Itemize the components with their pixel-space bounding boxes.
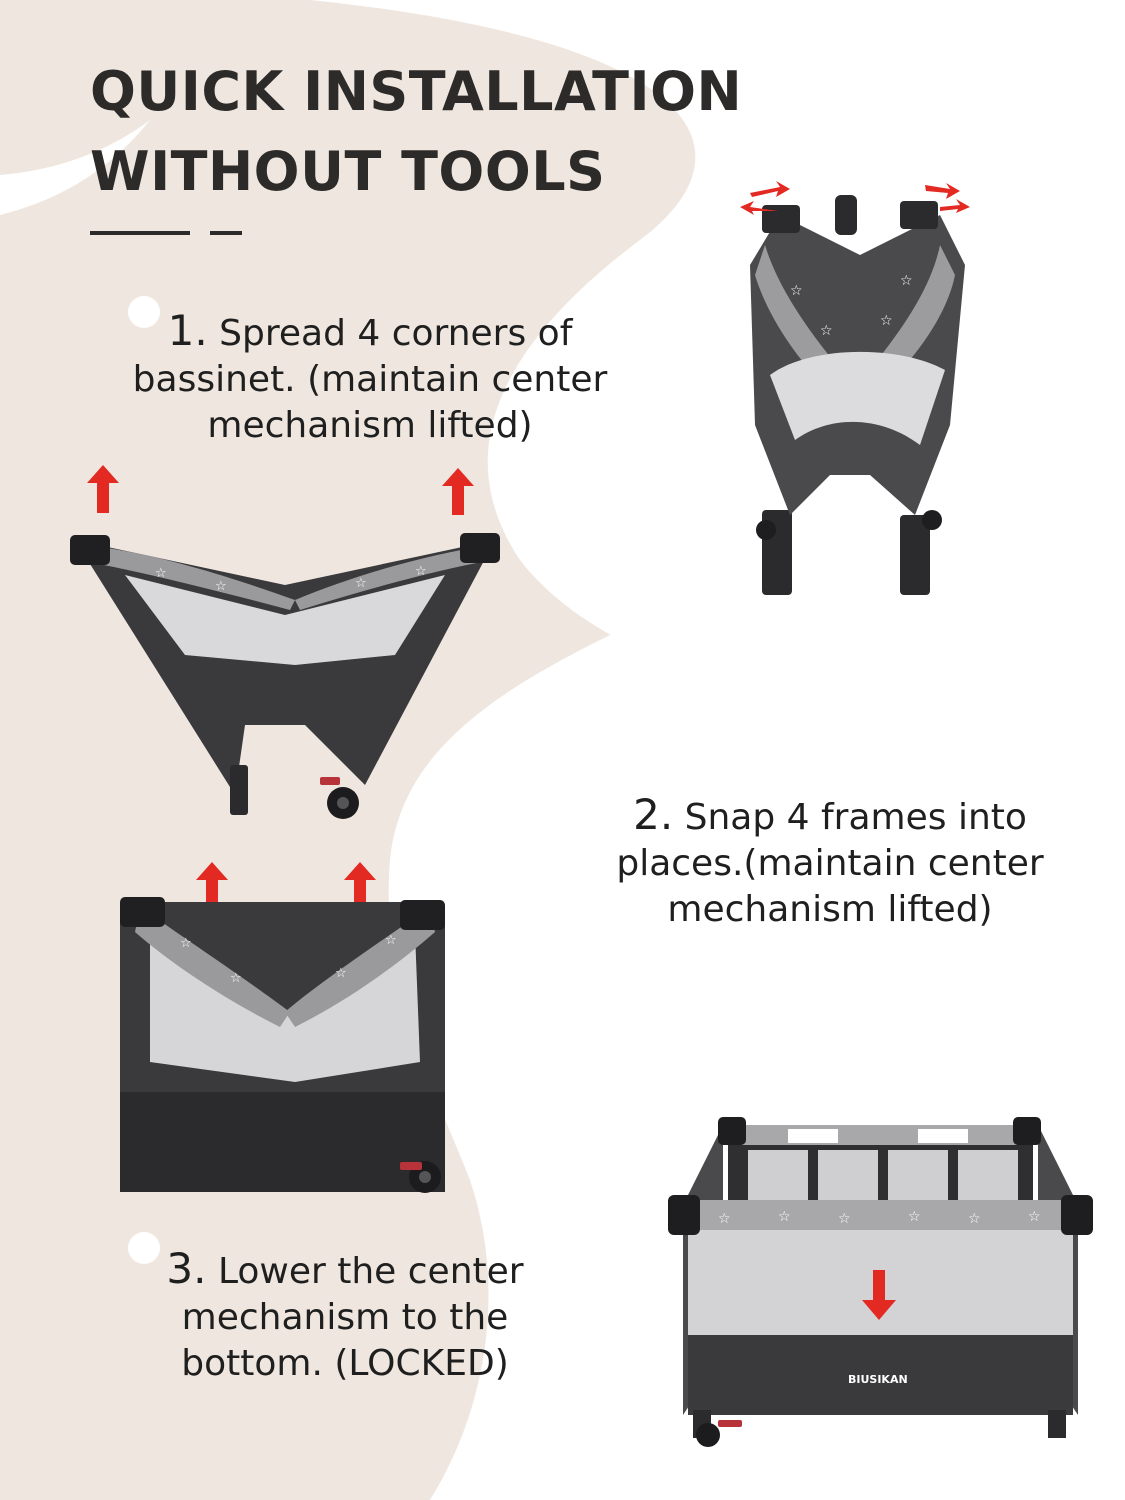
- up-arrow-icon-3: [196, 862, 228, 910]
- step-1-number: 1.: [167, 306, 208, 355]
- spread-corners-image: ☆ ☆ ☆ ☆: [70, 465, 500, 819]
- title-dash-short: [210, 231, 242, 235]
- svg-text:☆: ☆: [880, 313, 893, 329]
- step-3-line-1: 3. Lower the center: [166, 1244, 524, 1293]
- step-1-line-1: 1. Spread 4 corners of: [167, 306, 573, 355]
- title-line-2: WITHOUT TOOLS: [90, 140, 606, 203]
- step-1-dot: [128, 296, 160, 328]
- svg-text:☆: ☆: [718, 1211, 731, 1227]
- up-arrow-icon-2: [442, 468, 474, 515]
- svg-text:☆: ☆: [355, 576, 367, 591]
- svg-text:☆: ☆: [820, 323, 833, 339]
- svg-text:☆: ☆: [335, 966, 347, 981]
- step-3-text: 3. Lower the center mechanism to the bot…: [125, 1246, 565, 1387]
- down-arrow-icon: [862, 1270, 896, 1320]
- step-3-number: 3.: [166, 1244, 207, 1293]
- svg-text:☆: ☆: [415, 564, 427, 579]
- step-2-line-1: 2. Snap 4 frames into: [633, 790, 1027, 839]
- step-2-number: 2.: [633, 790, 674, 839]
- folded-playard-image: ☆ ☆ ☆ ☆: [740, 181, 970, 595]
- step-2-dot: [594, 785, 626, 817]
- snap-frames-image: ☆ ☆ ☆ ☆: [120, 862, 445, 1193]
- title-dash-long: [90, 231, 190, 235]
- svg-text:☆: ☆: [180, 936, 192, 951]
- up-arrow-icon-4: [344, 862, 376, 910]
- step-2-line-3: mechanism lifted): [667, 889, 993, 930]
- svg-text:☆: ☆: [790, 283, 803, 299]
- step-1-line-3: mechanism lifted): [207, 405, 533, 446]
- svg-text:☆: ☆: [230, 971, 242, 986]
- svg-text:☆: ☆: [838, 1211, 851, 1227]
- svg-text:☆: ☆: [778, 1209, 791, 1225]
- step-2-text: 2. Snap 4 frames into places.(maintain c…: [585, 792, 1075, 933]
- step-1-line-2: bassinet. (maintain center: [132, 359, 608, 400]
- svg-text:☆: ☆: [215, 579, 227, 594]
- svg-text:☆: ☆: [968, 1211, 981, 1227]
- svg-text:☆: ☆: [908, 1209, 921, 1225]
- svg-text:☆: ☆: [900, 273, 913, 289]
- white-wedge-left: [0, 120, 150, 215]
- step-3-line-3: bottom. (LOCKED): [181, 1343, 509, 1384]
- rotate-arrow-icon-2: [925, 183, 970, 213]
- svg-text:☆: ☆: [155, 566, 167, 581]
- brand-logo: BIUSIKAN: [848, 1373, 908, 1386]
- step-1-text: 1. Spread 4 corners of bassinet. (mainta…: [100, 308, 640, 449]
- title-line-1: QUICK INSTALLATION: [90, 60, 743, 123]
- rotate-arrow-icon: [740, 181, 790, 215]
- assembled-playard-image: ☆ ☆ ☆ ☆ ☆ ☆ BIUSIKAN: [668, 1117, 1093, 1447]
- step-3-dot: [128, 1232, 160, 1264]
- step-3-line-2: mechanism to the: [181, 1297, 509, 1338]
- svg-text:☆: ☆: [1028, 1209, 1041, 1225]
- up-arrow-icon: [87, 465, 119, 513]
- step-2-line-2: places.(maintain center: [616, 843, 1044, 884]
- svg-text:☆: ☆: [385, 933, 397, 948]
